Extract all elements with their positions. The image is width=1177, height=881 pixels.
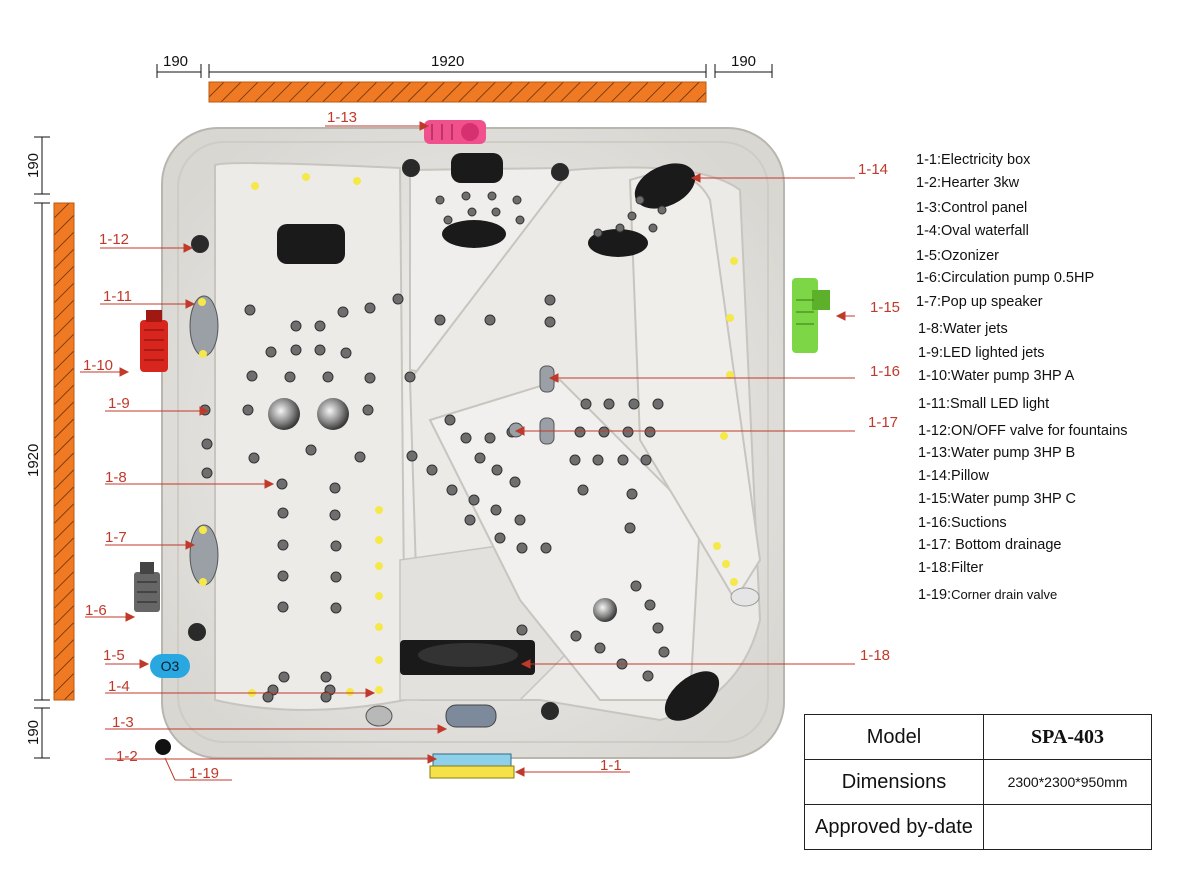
pillow-icon xyxy=(634,163,696,209)
valve-icon xyxy=(541,702,559,720)
pillow-icon xyxy=(277,224,345,264)
valve-icon xyxy=(402,159,420,177)
callout-1-12: 1-12 xyxy=(99,231,129,248)
legend-item: 1-7:Pop up speaker xyxy=(916,294,1043,310)
pillows xyxy=(277,153,720,721)
pillow-icon xyxy=(588,229,648,257)
legend-item: 1-18:Filter xyxy=(918,560,984,576)
legend-item: 1-9:LED lighted jets xyxy=(918,345,1045,361)
callout-1-6: 1-6 xyxy=(85,602,107,619)
callout-1-7: 1-7 xyxy=(105,529,127,546)
pillow-icon xyxy=(451,153,503,183)
filter-basket xyxy=(418,643,518,667)
callout-1-8: 1-8 xyxy=(105,469,127,486)
jet-icon xyxy=(268,398,300,430)
valves xyxy=(188,159,569,720)
legend-item-19: 1-19:Corner drain valve xyxy=(918,587,1057,603)
ozonizer-icon: O3 xyxy=(150,654,190,678)
callout-lines xyxy=(80,121,855,781)
callout-1-9: 1-9 xyxy=(108,395,130,412)
oval-waterfall-icon xyxy=(365,705,393,727)
dim-top-center: 1920 xyxy=(431,53,464,70)
legend-item: 1-16:Suctions xyxy=(918,515,1007,531)
legend-item: 1-17: Bottom drainage xyxy=(918,537,1062,553)
dim-left-bottom: 190 xyxy=(25,720,42,745)
dim-top-right: 190 xyxy=(731,53,756,70)
left-dimension: 190 1920 190 xyxy=(25,136,75,759)
legend-item: 1-14:Pillow xyxy=(918,468,989,484)
legend-item: 1-4:Oval waterfall xyxy=(916,223,1029,239)
model-value: SPA-403 xyxy=(983,714,1152,760)
callout-1-19: 1-19 xyxy=(189,765,219,782)
approved-label: Approved by-date xyxy=(804,804,984,850)
legend-item: 1-13:Water pump 3HP B xyxy=(918,445,1076,461)
legend-item: 1-11:Small LED light xyxy=(918,396,1050,412)
callout-1-14: 1-14 xyxy=(858,161,888,178)
speaker-icon xyxy=(189,524,219,586)
approved-value xyxy=(983,804,1152,850)
callout-1-5: 1-5 xyxy=(103,647,125,664)
callout-1-3: 1-3 xyxy=(112,714,134,731)
table-row: Dimensions 2300*2300*950mm xyxy=(804,759,1152,805)
dim-left-top: 190 xyxy=(25,153,42,178)
table-row: Model SPA-403 xyxy=(804,714,1152,760)
water-pump-b-icon xyxy=(424,120,486,144)
legend-item: 1-2:Hearter 3kw xyxy=(916,175,1020,191)
callout-1-16: 1-16 xyxy=(870,363,900,380)
top-wall-bar xyxy=(208,81,707,103)
callout-1-13: 1-13 xyxy=(327,109,357,126)
callout-1-1: 1-1 xyxy=(600,757,622,774)
spa-shell xyxy=(161,127,785,759)
left-wall-bar xyxy=(53,202,75,701)
dimensions-label: Dimensions xyxy=(804,759,984,805)
legend-item: 1-3:Control panel xyxy=(916,200,1028,216)
control-panel-icon xyxy=(445,704,497,728)
corner-drain-icon xyxy=(730,587,760,607)
legend-item-19-code: 1-19: xyxy=(918,587,952,603)
callout-1-2: 1-2 xyxy=(116,748,138,765)
callout-1-11: 1-11 xyxy=(103,288,132,305)
legend-item: 1-12:ON/OFF valve for fountains xyxy=(918,423,1128,439)
electricity-box-icon xyxy=(429,753,515,779)
pillow-icon xyxy=(664,671,720,721)
water-pump-c-icon xyxy=(792,278,830,353)
water-jets xyxy=(199,191,670,703)
water-pump-a-icon xyxy=(140,310,168,372)
legend-item: 1-6:Circulation pump 0.5HP xyxy=(916,270,1095,286)
jet-icon xyxy=(317,398,349,430)
valve-icon xyxy=(188,623,206,641)
legend-item: 1-10:Water pump 3HP A xyxy=(918,368,1075,384)
led-lights xyxy=(198,173,738,697)
callout-labels: 1-13 1-14 1-12 1-11 1-15 1-10 1-16 1-9 1… xyxy=(83,109,900,782)
spec-table: Model SPA-403 Dimensions 2300*2300*950mm… xyxy=(804,714,1152,850)
legend-item: 1-8:Water jets xyxy=(918,321,1008,337)
dim-top-left: 190 xyxy=(163,53,188,70)
pillow-icon xyxy=(442,220,506,248)
ozonizer-label: O3 xyxy=(161,658,180,674)
callout-1-18: 1-18 xyxy=(860,647,890,664)
legend-item: 1-1:Electricity box xyxy=(916,152,1031,168)
circulation-pump-icon xyxy=(134,562,160,612)
callout-1-10: 1-10 xyxy=(83,357,113,374)
callout-1-17: 1-17 xyxy=(868,414,898,431)
legend-item-19-text: Corner drain valve xyxy=(951,587,1058,602)
callout-1-15: 1-15 xyxy=(870,299,900,316)
jet-icon xyxy=(593,598,617,622)
legend-item: 1-15:Water pump 3HP C xyxy=(918,491,1076,507)
dimensions-value: 2300*2300*950mm xyxy=(983,759,1152,805)
valve-icon xyxy=(191,235,209,253)
legend-item: 1-5:Ozonizer xyxy=(916,248,1000,264)
dim-left-center: 1920 xyxy=(25,444,42,477)
top-dimension: 190 1920 190 xyxy=(156,53,773,103)
callout-1-4: 1-4 xyxy=(108,678,130,695)
valve-icon xyxy=(551,163,569,181)
model-label: Model xyxy=(804,714,984,760)
heater-icon xyxy=(155,739,171,755)
table-row: Approved by-date xyxy=(804,804,1152,850)
